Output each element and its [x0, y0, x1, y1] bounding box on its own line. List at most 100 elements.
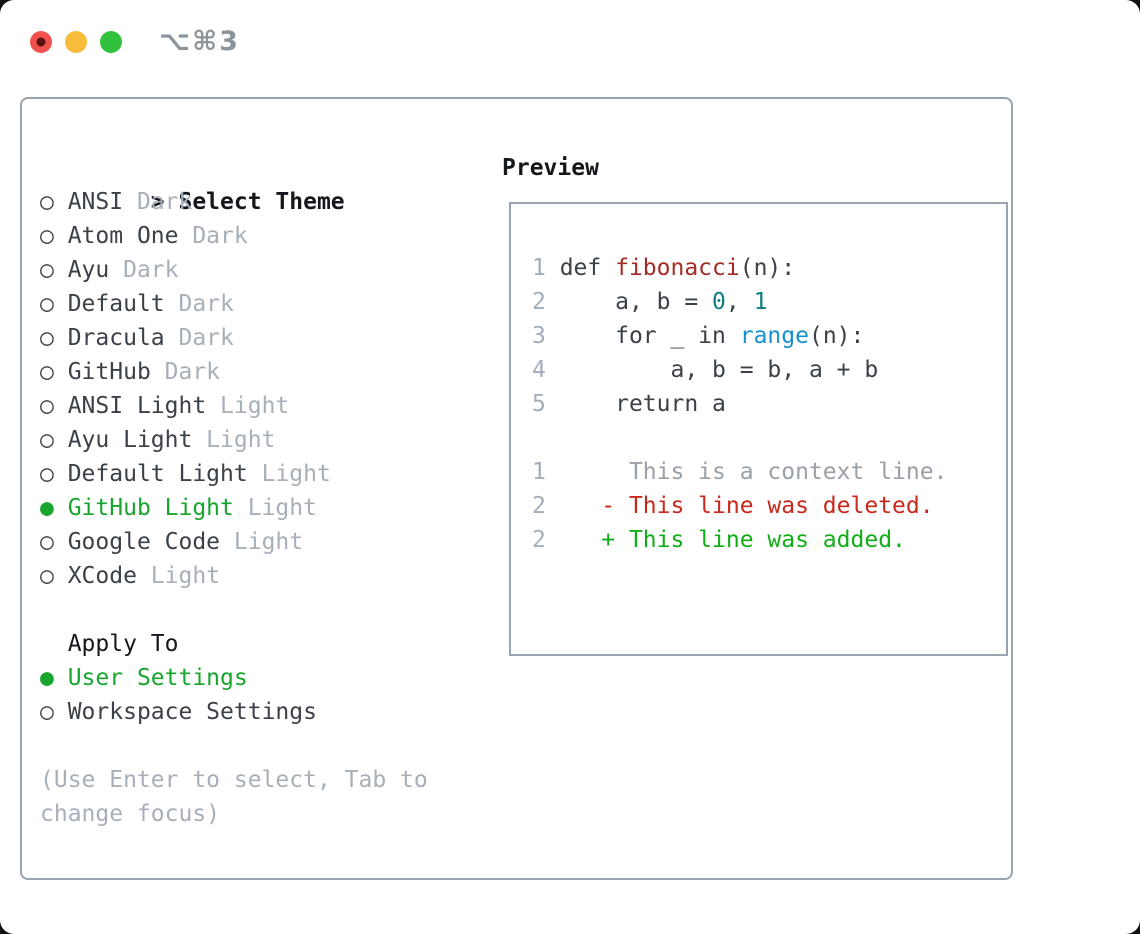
- token-code: def: [559, 255, 616, 281]
- theme-list: ○ANSI Dark○Atom One Dark○Ayu Dark○Defaul…: [40, 185, 428, 593]
- theme-option-github-light[interactable]: ●GitHub Light Light: [40, 491, 428, 525]
- option-label: Google Code: [67, 529, 221, 555]
- theme-option-xcode[interactable]: ○ XCode Light: [40, 559, 428, 593]
- theme-option-github[interactable]: ○GitHub Dark: [40, 355, 428, 389]
- variant-label: Light: [206, 393, 290, 419]
- spacer: [40, 729, 428, 763]
- theme-option-ayu-light[interactable]: ○ Ayu Light Light: [40, 423, 428, 457]
- radio-unselected-icon: ○: [40, 461, 54, 487]
- hint-line: (Use Enter to select, Tab to: [40, 767, 428, 793]
- radio-selected-icon: ●: [40, 665, 54, 691]
- select-theme-label: Select Theme: [178, 189, 345, 215]
- theme-option-atom-one[interactable]: ○ Atom One Dark: [40, 219, 428, 253]
- option-label: User Settings: [67, 665, 248, 691]
- token-number: 0: [712, 289, 726, 315]
- radio-unselected-icon: ○: [40, 699, 54, 725]
- token-code: (n):: [808, 323, 865, 349]
- variant-label: Dark: [164, 325, 234, 351]
- variant-label: Light: [192, 427, 276, 453]
- radio-unselected-icon: ○: [40, 427, 54, 453]
- preview-code-line: 1 This is a context line.: [532, 455, 1006, 489]
- line-number: 5: [532, 391, 560, 417]
- token-builtin: range: [739, 323, 809, 349]
- variant-label: Dark: [178, 223, 248, 249]
- token-number: 1: [753, 289, 768, 315]
- theme-picker-panel: >Select Theme ○ANSI Dark○Atom One Dark○A…: [20, 97, 1013, 880]
- theme-option-dracula[interactable]: ○ Dracula Dark: [40, 321, 428, 355]
- radio-unselected-icon: ○: [40, 359, 54, 385]
- option-label: Ayu Light: [67, 427, 193, 453]
- theme-option-ansi-light[interactable]: ○ANSI Light Light: [40, 389, 428, 423]
- line-number: 2: [532, 289, 560, 315]
- apply-option-user-settings[interactable]: ● User Settings: [40, 661, 428, 695]
- radio-unselected-icon: ○: [40, 529, 54, 555]
- theme-picker-left-column: >Select Theme ○ANSI Dark○Atom One Dark○A…: [40, 151, 428, 831]
- variant-label: Dark: [109, 257, 179, 283]
- window-titlebar: ⌥⌘3: [30, 26, 240, 57]
- option-label: Dracula: [67, 325, 165, 351]
- modified-indicator-dot: [36, 37, 46, 46]
- option-label: Ayu: [67, 257, 110, 283]
- token-added: + This line was added.: [601, 527, 906, 553]
- theme-option-google-code[interactable]: ○ Google Code Light: [40, 525, 428, 559]
- theme-option-default-light[interactable]: ○ Default Light Light: [40, 457, 428, 491]
- radio-unselected-icon: ○: [40, 257, 54, 283]
- line-number: 1: [532, 255, 560, 281]
- hint-text: (Use Enter to select, Tab to change focus…: [40, 763, 428, 831]
- focus-indicator: >: [150, 189, 165, 215]
- theme-option-ansi[interactable]: ○ANSI Dark: [40, 185, 428, 219]
- option-label: GitHub Light: [67, 495, 234, 521]
- radio-unselected-icon: ○: [40, 563, 54, 589]
- option-label: Default Light: [67, 461, 248, 487]
- preview-title: Preview: [502, 155, 599, 181]
- token-code: a, b = b, a + b: [559, 357, 879, 383]
- zoom-button[interactable]: [100, 30, 122, 53]
- radio-unselected-icon: ○: [40, 291, 54, 317]
- apply-to-header: Apply To: [67, 631, 179, 657]
- minimize-button[interactable]: [65, 30, 87, 53]
- token-deleted: - This line was deleted.: [601, 493, 934, 519]
- option-label: XCode: [67, 563, 137, 589]
- line-number: 4: [532, 357, 560, 383]
- select-theme-header: > Select Theme: [40, 151, 428, 215]
- variant-label: Light: [247, 461, 331, 487]
- preview-code-line: 2 a, b = 0, 1: [532, 285, 1006, 319]
- apply-to-list: ● User Settings ○Workspace Settings: [40, 661, 428, 729]
- radio-unselected-icon: ○: [40, 393, 54, 419]
- token-code: return a: [559, 391, 726, 417]
- preview-code-line: 2 + This line was added.: [532, 523, 1006, 557]
- line-number: 1: [532, 459, 560, 485]
- apply-option-workspace-settings[interactable]: ○Workspace Settings: [40, 695, 428, 729]
- option-label: ANSI: [67, 189, 124, 215]
- variant-label: Light: [136, 563, 221, 589]
- close-button[interactable]: [30, 30, 52, 53]
- hint-line: change focus): [40, 801, 221, 827]
- option-label: Atom One: [67, 223, 179, 249]
- preview-code-line: 1 def fibonacci(n):: [532, 251, 1006, 285]
- preview-code-line: 3 for _ in range(n):: [532, 319, 1006, 353]
- radio-selected-icon: ●: [40, 495, 54, 521]
- token-func: fibonacci: [615, 255, 740, 281]
- window-title: ⌥⌘3: [159, 26, 240, 57]
- token-context: [560, 527, 602, 553]
- line-number: 2: [532, 527, 560, 553]
- radio-unselected-icon: ○: [40, 189, 54, 215]
- spacer: [40, 593, 428, 627]
- radio-unselected-icon: ○: [40, 325, 54, 351]
- variant-label: Dark: [150, 359, 221, 385]
- preview-code-line: 5 return a: [532, 387, 1006, 421]
- token-context: [560, 493, 602, 519]
- token-code: (n):: [739, 255, 796, 281]
- diff-preview-block: 1 This is a context line. 2 - This line w…: [532, 455, 1006, 557]
- line-number: 3: [532, 323, 560, 349]
- radio-unselected-icon: ○: [40, 223, 54, 249]
- variant-label: Light: [220, 529, 304, 555]
- token-code: for _ in: [559, 323, 740, 349]
- theme-option-ayu[interactable]: ○ Ayu Dark: [40, 253, 428, 287]
- theme-option-default[interactable]: ○Default Dark: [40, 287, 428, 321]
- token-code: a, b =: [559, 289, 713, 315]
- token-code: ,: [725, 289, 754, 315]
